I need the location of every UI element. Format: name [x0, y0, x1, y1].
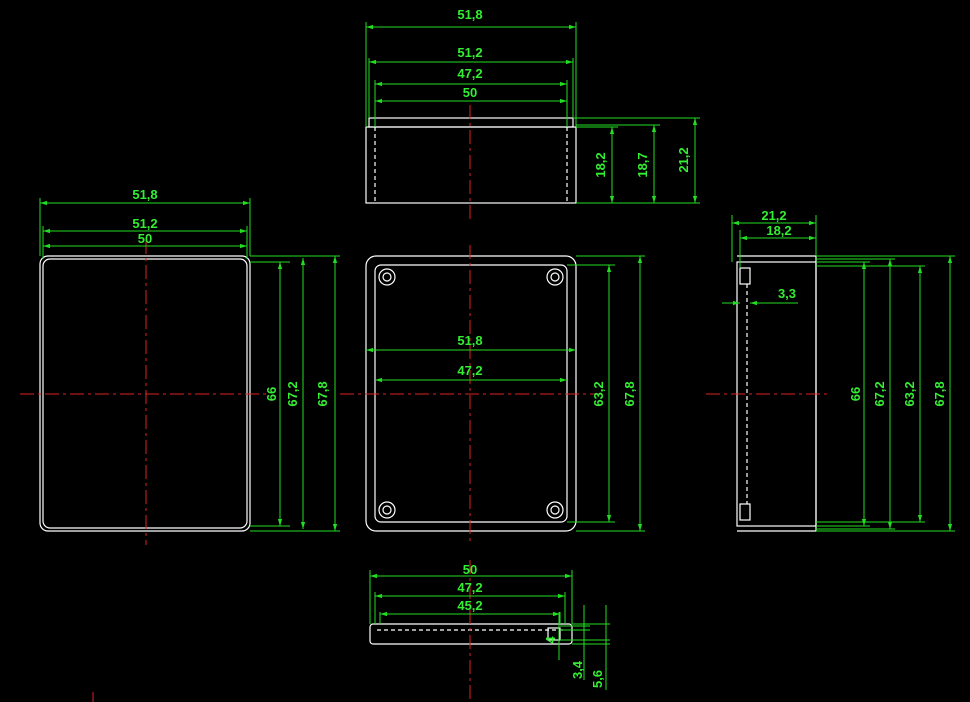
top-dim-width-overall: 51,8 — [457, 7, 482, 22]
side-dim-wall: 3,3 — [778, 286, 796, 301]
front-dim-height-a: 66 — [264, 387, 279, 401]
top-dim-height-b: 18,7 — [635, 152, 650, 177]
lid-view-detail — [547, 627, 561, 641]
top-view-lid-outline — [368, 117, 574, 128]
side-dim-height-d: 67,8 — [932, 381, 947, 406]
lid-view-outline — [369, 623, 573, 645]
center-dim-width-overall: 51,8 — [457, 333, 482, 348]
top-view: 51,8 51,2 47,2 50 18,2 18,7 21,2 — [365, 7, 700, 220]
top-dim-height-a: 18,2 — [593, 152, 608, 177]
side-dim-height-a: 66 — [848, 387, 863, 401]
side-view: 21,2 18,2 3,3 66 67,2 63,2 67,8 — [706, 208, 955, 532]
top-view-body-outline — [365, 126, 577, 204]
lid-dim-height-a: 4 — [543, 636, 558, 644]
lid-dim-height-b: 3,4 — [570, 660, 585, 679]
screw-hole — [546, 268, 564, 286]
center-dim-height-a: 63,2 — [591, 381, 606, 406]
front-dim-width-body: 50 — [138, 231, 152, 246]
lid-view: 50 47,2 45,2 4 3,4 5,6 — [369, 560, 610, 700]
side-dim-height-b: 67,2 — [872, 381, 887, 406]
side-dim-width-overall: 21,2 — [761, 208, 786, 223]
center-view: 51,8 47,2 63,2 67,8 — [340, 245, 645, 545]
top-dim-width-lid: 51,2 — [457, 45, 482, 60]
front-dim-height-b: 67,2 — [285, 381, 300, 406]
center-dim-height-b: 67,8 — [622, 381, 637, 406]
side-view-wall-detail — [739, 503, 751, 521]
top-dim-height-c: 21,2 — [676, 147, 691, 172]
lid-dim-height-c: 5,6 — [590, 670, 605, 688]
lid-dim-width-mid: 47,2 — [457, 580, 482, 595]
side-view-wall-detail — [739, 267, 751, 285]
front-dim-width-overall: 51,8 — [132, 187, 157, 202]
lid-dim-width-inner: 45,2 — [457, 598, 482, 613]
screw-hole — [546, 501, 564, 519]
lid-dim-width-overall: 50 — [463, 562, 477, 577]
top-dim-width-body: 50 — [463, 85, 477, 100]
center-dim-width-inner: 47,2 — [457, 363, 482, 378]
screw-hole — [378, 268, 396, 286]
screw-hole — [378, 501, 396, 519]
top-dim-width-inner: 47,2 — [457, 66, 482, 81]
side-dim-height-c: 63,2 — [902, 381, 917, 406]
front-dim-width-lid: 51,2 — [132, 216, 157, 231]
front-dim-height-c: 67,8 — [315, 381, 330, 406]
front-view: 51,8 51,2 50 66 67,2 67,8 — [20, 187, 340, 545]
side-dim-width-body: 18,2 — [766, 223, 791, 238]
